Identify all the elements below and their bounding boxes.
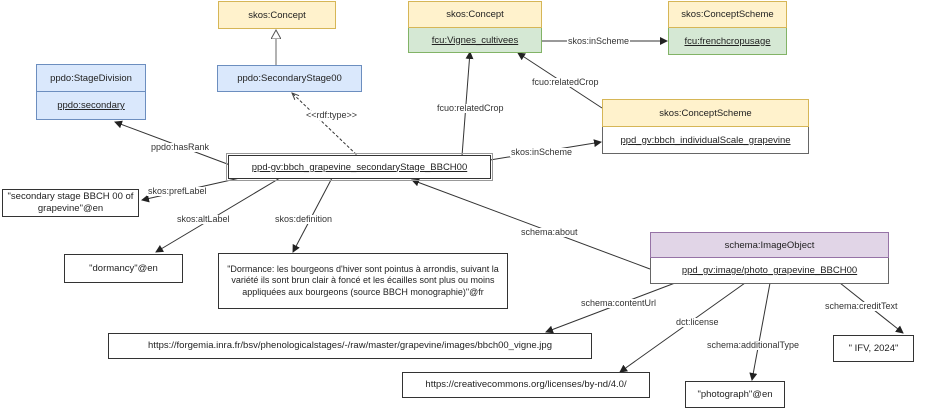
edge-label-content-url: schema:contentUrl: [580, 298, 658, 308]
edge-label-alt-label: skos:altLabel: [176, 214, 231, 224]
node-header: skos:Concept: [408, 1, 542, 28]
node-french-crop-usage[interactable]: skos:ConceptScheme fcu:frenchcropusage: [668, 1, 787, 55]
literal-license: https://creativecommons.org/licenses/by-…: [402, 372, 650, 398]
edge-label-in-scheme-1: skos:inScheme: [567, 36, 631, 46]
edge-label-pref-label: skos:prefLabel: [147, 186, 208, 196]
node-value: fcu:frenchcropusage: [668, 28, 787, 55]
edge-license: [619, 282, 746, 373]
node-secondary-stage-class[interactable]: ppdo:SecondaryStage00: [217, 65, 362, 92]
edge-label-license: dct:license: [675, 317, 720, 327]
node-skos-concept-top[interactable]: skos:Concept: [218, 1, 336, 29]
edge-label-related-crop-2: fcuo:relatedCrop: [531, 77, 600, 87]
literal-alt-label: "dormancy"@en: [64, 254, 183, 283]
node-header: ppdo:StageDivision: [36, 64, 146, 92]
edge-label-has-rank: ppdo:hasRank: [150, 142, 211, 152]
node-header: skos:Concept: [218, 1, 336, 29]
node-header: skos:ConceptScheme: [668, 1, 787, 28]
edge-additional-type: [749, 282, 771, 381]
node-vignes[interactable]: skos:Concept fcu:Vignes_cultivees: [408, 1, 542, 53]
node-value: fcu:Vignes_cultivees: [408, 28, 542, 53]
node-value: ppd-gv:bbch_grapevine_secondaryStage_BBC…: [251, 161, 468, 173]
node-header: ppdo:SecondaryStage00: [217, 65, 362, 92]
edge-label-credit-text: schema:creditText: [824, 301, 899, 311]
edge-label-related-crop-1: fcuo:relatedCrop: [436, 103, 505, 113]
literal-credit-text: " IFV, 2024": [833, 335, 914, 362]
edge-rdf-type: [292, 93, 361, 159]
node-header: schema:ImageObject: [650, 232, 889, 258]
node-individual-scale[interactable]: skos:ConceptScheme ppd_gv:bbch_individua…: [602, 99, 809, 154]
node-main-stage[interactable]: ppd-gv:bbch_grapevine_secondaryStage_BBC…: [226, 153, 493, 181]
node-value: ppdo:secondary: [36, 92, 146, 120]
node-header: skos:ConceptScheme: [602, 99, 809, 127]
literal-content-url: https://forgemia.inra.fr/bsv/phenologica…: [108, 333, 592, 359]
node-stage-division[interactable]: ppdo:StageDivision ppdo:secondary: [36, 64, 146, 120]
edge-about: [411, 178, 651, 270]
edge-label-about: schema:about: [520, 227, 579, 237]
literal-additional-type: "photograph"@en: [685, 381, 785, 408]
node-image-object[interactable]: schema:ImageObject ppd_gv:image/photo_gr…: [650, 232, 889, 284]
edge-label-additional-type: schema:additionalType: [706, 340, 801, 350]
edge-label-definition: skos:definition: [274, 214, 334, 224]
node-value: ppd_gv:bbch_individualScale_grapevine: [602, 127, 809, 154]
literal-pref-label: "secondary stage BBCH 00 of grapevine"@e…: [2, 189, 139, 217]
literal-definition: "Dormance: les bourgeons d'hiver sont po…: [218, 253, 508, 309]
node-value: ppd_gv:image/photo_grapevine_BBCH00: [650, 258, 889, 284]
edge-label-rdf-type: <<rdf:type>>: [305, 110, 359, 120]
edge-label-in-scheme-2: skos:inScheme: [510, 147, 574, 157]
